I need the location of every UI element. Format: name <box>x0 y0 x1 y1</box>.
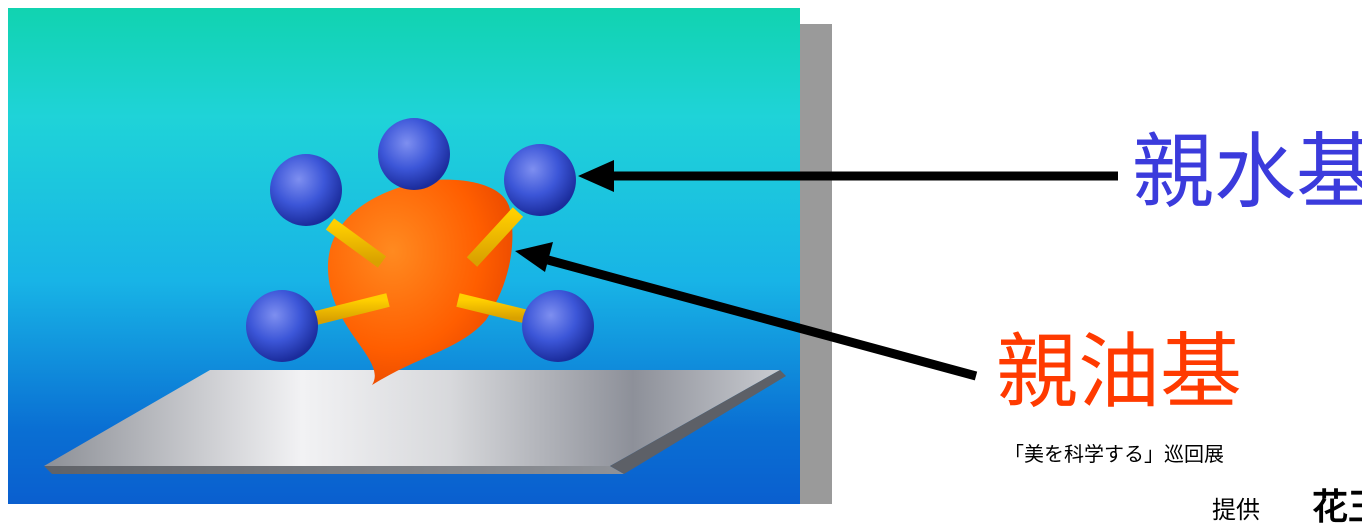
sphere-top <box>378 118 450 190</box>
molecule-diagram <box>44 118 1118 474</box>
tails <box>306 196 534 327</box>
lipophilic-group-label: 親油基 <box>996 325 1243 420</box>
sphere-bottom-left <box>246 290 318 362</box>
lipophilic-body <box>327 179 513 385</box>
hydrophilic-spheres <box>246 118 594 362</box>
surface-plate <box>44 370 786 474</box>
exhibition-caption: 「美を科学する」巡回展 <box>1004 442 1224 466</box>
sphere-right <box>504 144 576 216</box>
credit-name: 花王 <box>1312 487 1362 528</box>
sphere-left <box>270 154 342 226</box>
hydrophilic-arrow <box>578 160 1118 192</box>
hydrophilic-group-label: 親水基 <box>1132 125 1362 220</box>
lipophilic-arrow <box>515 242 978 381</box>
credit-prefix: 提供 <box>1212 496 1260 524</box>
sphere-bottom-right <box>522 290 594 362</box>
